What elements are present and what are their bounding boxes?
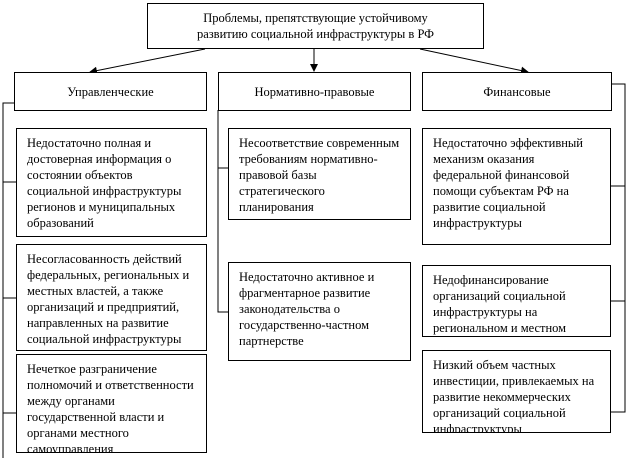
root-line2: развитию социальной инфраструктуры в РФ [196,27,435,41]
problem-box: Низкий объем частных инвестиции, привлек… [422,350,611,433]
mid-spine [217,110,228,313]
arrow-right [419,48,529,75]
arrow-left [89,48,206,75]
problem-box: Недостаточно эффективный механизм оказан… [422,128,611,245]
category-management: Управленческие [14,72,207,111]
problem-box: Недостаточно полная и достоверная информ… [16,128,207,237]
category-legal: Нормативно-правовые [218,72,411,111]
root-line1: Проблемы, препятствующие устойчивому [203,11,428,25]
root-box: Проблемы, препятствующие устойчивому раз… [147,3,484,49]
problem-box: Нечеткое разграничение полномочий и отве… [16,354,207,453]
problem-box: Несогласованность действий федеральных, … [16,244,207,351]
right-spine [610,83,626,413]
problem-box: Недофинансирование организаций социально… [422,265,611,337]
category-financial: Финансовые [422,72,612,111]
left-spine [2,102,14,458]
problem-box: Недостаточно активное и фрагментарное ра… [228,262,411,361]
problem-box: Несоответствие современным требованиям н… [228,128,411,220]
